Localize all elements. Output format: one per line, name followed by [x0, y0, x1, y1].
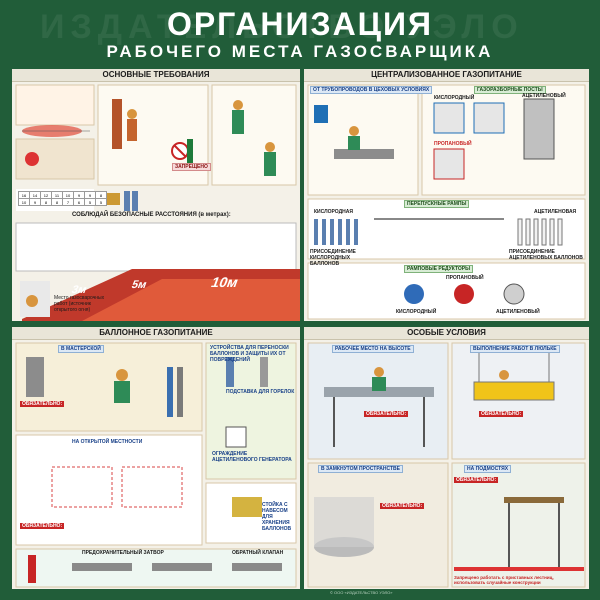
mandatory-tag: ОБЯЗАТЕЛЬНО:	[364, 411, 409, 417]
table-cell: 12	[40, 191, 52, 199]
mandatory-tag: ОБЯЗАТЕЛЬНО:	[479, 411, 524, 417]
table-cell: 9	[73, 191, 85, 199]
confined-label: В ЗАМКНУТОМ ПРОСТРАНСТВЕ	[318, 465, 403, 473]
mandatory-tag: ОБЯЗАТЕЛЬНО:	[20, 401, 65, 407]
reducer-acetylene-label: АЦЕТИЛЕНОВЫЙ	[496, 309, 540, 315]
workshop-label: В МАСТЕРСКОЙ	[58, 345, 104, 353]
forbidden-note: Запрещено работать с приставных лестниц,…	[454, 575, 554, 585]
page-subtitle: РАБОЧЕГО МЕСТА ГАЗОСВАРЩИКА	[106, 42, 494, 61]
page-title: ОРГАНИЗАЦИЯ	[166, 6, 434, 42]
table-cell: 8	[95, 191, 107, 199]
reducer-propane-label: ПРОПАНОВЫЙ	[446, 275, 484, 281]
mandatory-tag: ОБЯЗАТЕЛЬНО:	[454, 477, 499, 483]
acetylene-post-label: АЦЕТИЛЕНОВЫЙ	[522, 93, 566, 99]
safety-valve-label: ПРЕДОХРАНИТЕЛЬНЫЙ ЗАТВОР	[82, 550, 164, 556]
ramp-reducers-label: РАМПОВЫЕ РЕДУКТОРЫ	[404, 265, 474, 273]
special-illustration	[307, 342, 586, 588]
central-illustration	[307, 84, 586, 320]
mandatory-tag: ОБЯЗАТЕЛЬНО:	[20, 523, 65, 529]
safe-distances-heading: СОБЛЮДАЙ БЕЗОПАСНЫЕ РАССТОЯНИЯ (в метрах…	[72, 212, 231, 218]
panel-central-gas: ЦЕНТРАЛИЗОВАННОЕ ГАЗОПИТАНИЕ	[304, 69, 589, 321]
place-label: Место газосварочных работ (источник откр…	[54, 295, 105, 313]
panel-title: ОСОБЫЕ УСЛОВИЯ	[304, 327, 589, 340]
table-cell: 11	[51, 191, 63, 199]
table-cell: 9	[84, 191, 96, 199]
table-row: 10 9 8 8 7 6 5 5	[18, 198, 107, 206]
scaffold-label: НА ПОДМОСТЯХ	[464, 465, 512, 473]
from-pipelines-label: ОТ ТРУБОПРОВОДОВ В ЦЕХОВЫХ УСЛОВИЯХ	[310, 86, 433, 94]
panel-title: ЦЕНТРАЛИЗОВАННОЕ ГАЗОПИТАНИЕ	[304, 69, 589, 82]
connect-oxygen-label: ПРИСОЕДИНЕНИЕ КИСЛОРОДНЫХ БАЛЛОНОВ	[310, 249, 356, 267]
table-cell: 14	[29, 191, 41, 199]
check-valve-label: ОБРАТНЫЙ КЛАПАН	[232, 550, 284, 556]
forbidden-label: ЗАПРЕЩЕНО	[172, 163, 211, 171]
fence-label: ОГРАЖДЕНИЕ АЦЕТИЛЕНОВОГО ГЕНЕРАТОРА	[212, 451, 292, 463]
devices-label: УСТРОЙСТВА ДЛЯ ПЕРЕНОСКИ БАЛЛОНОВ И ЗАЩИ…	[210, 345, 289, 363]
panel-cylinder-gas: БАЛЛОННОЕ ГАЗОПИТАНИЕ В МАСТЕРСКОЙ УСТРО…	[12, 327, 300, 589]
cradle-label: ВЫПОЛНЕНИЕ РАБОТ В ЛЮЛЬКЕ	[470, 345, 560, 353]
outdoor-label: НА ОТКРЫТОЙ МЕСТНОСТИ	[72, 439, 143, 445]
propane-post-label: ПРОПАНОВЫЙ	[434, 141, 472, 147]
table-cell: 5	[84, 198, 96, 206]
panel-basic-requirements: ОСНОВНЫЕ ТРЕБОВАНИЯ	[12, 69, 300, 321]
basic-illustration	[15, 84, 300, 321]
reducer-oxygen-label: КИСЛОРОДНЫЙ	[396, 309, 437, 315]
gas-posts-label: ГАЗОРАЗБОРНЫЕ ПОСТЫ	[474, 86, 546, 94]
copyright: © ООО «ИЗДАТЕЛЬСТВО УЭЛО»	[330, 590, 393, 595]
panel-title: ОСНОВНЫЕ ТРЕБОВАНИЯ	[12, 69, 300, 82]
table-cell: 9	[29, 198, 41, 206]
table-cell: 10	[62, 191, 74, 199]
acetylene-ramp-label: АЦЕТИЛЕНОВАЯ	[534, 209, 577, 215]
oxygen-post-label: КИСЛОРОДНЫЙ	[434, 95, 475, 101]
panel-title: БАЛЛОННОЕ ГАЗОПИТАНИЕ	[12, 327, 300, 340]
table-cell: 5	[95, 198, 107, 206]
distance-table: 16 14 12 11 10 9 9 8 10 9 8 8 7 6 5 5	[18, 191, 107, 206]
table-cell: 6	[73, 198, 85, 206]
burner-stand-label: ПОДСТАВКА ДЛЯ ГОРЕЛОК	[226, 389, 295, 395]
table-row: 16 14 12 11 10 9 9 8	[18, 191, 107, 199]
bypass-ramps-label: ПЕРЕПУСКНЫЕ РАМПЫ	[404, 200, 470, 208]
oxygen-ramp-label: КИСЛОРОДНАЯ	[314, 209, 353, 215]
watermark: ИЗДАТЕЛЬСТВО УЭЛО	[40, 8, 524, 46]
table-cell: 16	[18, 191, 30, 199]
table-cell: 8	[51, 198, 63, 206]
rack-label: СТОЙКА С НАВЕСОМ ДЛЯ ХРАНЕНИЯ БАЛЛОНОВ	[262, 502, 292, 532]
connect-acetylene-label: ПРИСОЕДИНЕНИЕ АЦЕТИЛЕНОВЫХ БАЛЛОНОВ	[509, 249, 583, 261]
table-cell: 7	[62, 198, 74, 206]
table-cell: 8	[40, 198, 52, 206]
panel-special-conditions: ОСОБЫЕ УСЛОВИЯ РАБОЧЕЕ МЕСТО НА ВЫСОТЕ В…	[304, 327, 589, 589]
height-label: РАБОЧЕЕ МЕСТО НА ВЫСОТЕ	[332, 345, 414, 353]
mandatory-tag: ОБЯЗАТЕЛЬНО:	[380, 503, 425, 509]
table-cell: 10	[18, 198, 30, 206]
